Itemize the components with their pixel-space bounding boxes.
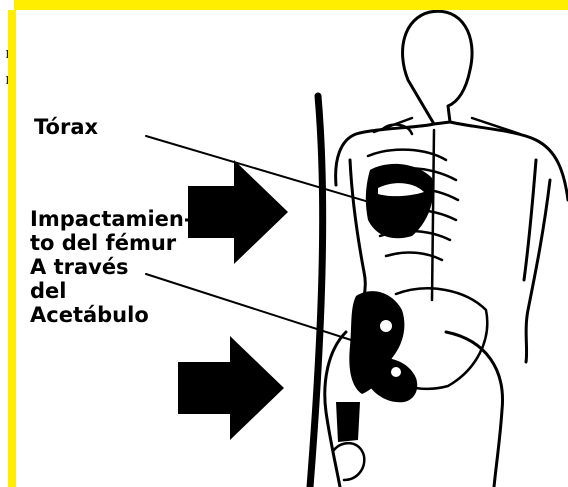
label-torax: Tórax	[34, 116, 98, 139]
diagram-panel: Tórax Impactamien- to del fémur A través…	[16, 10, 568, 487]
label-impact-line-1: Impactamien-	[30, 208, 193, 231]
label-impact-line-5: Acetábulo	[30, 304, 149, 327]
leader-line-femur	[146, 274, 376, 348]
fracture-marker	[380, 320, 392, 332]
torso-right-contour	[524, 160, 536, 280]
femur-impact-zone	[366, 358, 417, 403]
label-impact-line-4: del	[30, 280, 66, 303]
lower-femur-zone	[336, 402, 360, 442]
impact-wall	[310, 96, 323, 487]
torso-left-contour	[350, 160, 365, 316]
force-arrow-icon	[188, 160, 288, 264]
fracture-marker	[391, 367, 401, 377]
label-impact-line-3: A través	[30, 256, 129, 279]
frame-border-top	[14, 0, 568, 10]
rib-fracture-zone	[366, 164, 433, 238]
frame-border-left	[8, 10, 16, 487]
label-impact-line-2: to del fémur	[30, 232, 176, 255]
arm-outline	[526, 180, 550, 362]
thigh-outline	[446, 332, 503, 487]
head-outline	[403, 11, 472, 124]
force-arrow-icon	[178, 336, 284, 440]
spine	[432, 130, 434, 300]
